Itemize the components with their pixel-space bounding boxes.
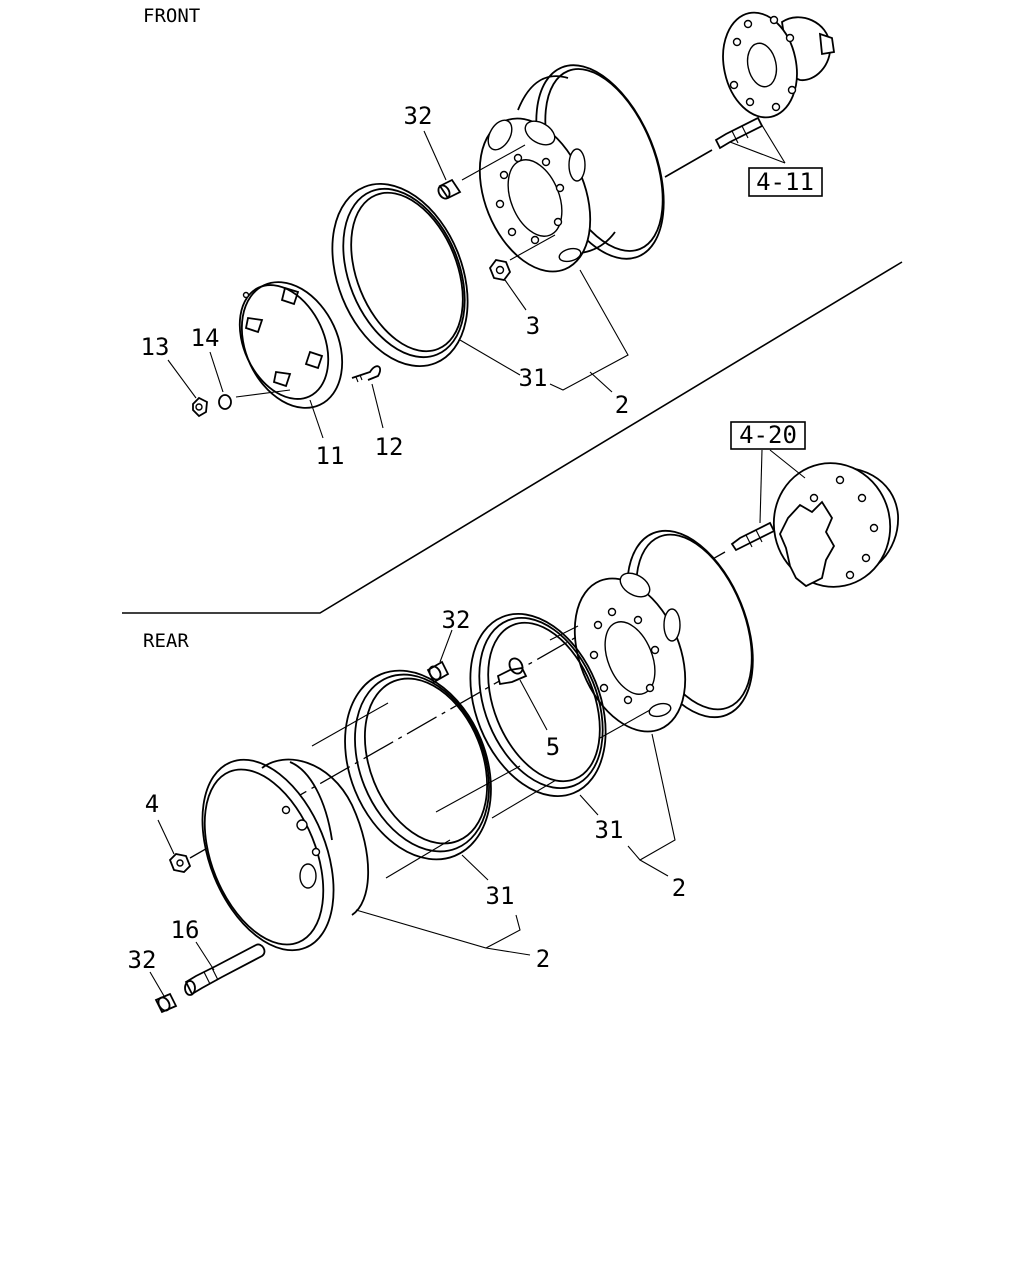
ref-rear-hub: 4-20 (739, 421, 797, 449)
front-section-label: FRONT (143, 5, 200, 27)
callout-front-wheel-cover: 11 (316, 442, 345, 470)
front-ring (331, 183, 469, 367)
callout-front-wheel: 2 (615, 391, 629, 419)
callout-rear-inner-wheel: 2 (672, 874, 686, 902)
rear-hub-bolt (730, 521, 776, 552)
rear-inner-ring (469, 613, 607, 797)
callout-rear-valve-extension: 16 (171, 916, 200, 944)
front-wheel-nut (488, 259, 512, 281)
callout-rear-outer-nut: 4 (145, 790, 159, 818)
callout-rear-outer-ring: 31 (486, 882, 515, 910)
rear-outer-wheel (201, 758, 370, 952)
callout-front-nut-cap: 32 (404, 102, 433, 130)
rear-nut-cap-bottom (154, 992, 178, 1014)
rear-outer-nut (168, 853, 192, 873)
front-nut-cap (437, 178, 462, 200)
callout-front-cover-nut: 13 (141, 333, 170, 361)
rear-section-label: REAR (143, 630, 189, 652)
front-hub-bolt (714, 116, 764, 150)
rear-inner-wheel (573, 529, 754, 733)
callout-rear-inner-ring: 31 (595, 816, 624, 844)
rear-inner-nut (496, 657, 528, 686)
callout-front-ring: 31 (519, 364, 548, 392)
callout-front-wheel-nut: 3 (526, 312, 540, 340)
callout-rear-nut-cap-bottom: 32 (128, 946, 157, 974)
ref-front-hub: 4-11 (756, 168, 814, 196)
front-axis-line (664, 149, 713, 178)
callout-rear-inner-nut: 5 (546, 733, 560, 761)
front-wheel-bracket (549, 269, 629, 391)
rear-nut-cap-top (426, 660, 450, 684)
ref-box-rear-hub (730, 421, 806, 450)
callout-rear-outer-wheel: 2 (536, 945, 550, 973)
rear-valve-extension (184, 943, 266, 996)
front-wheel-cover (238, 281, 344, 409)
ref-box-front-hub (748, 167, 823, 197)
section-divider (122, 261, 903, 614)
rear-outer-ring (344, 669, 492, 861)
rear-inner-wheel-bracket (627, 733, 676, 861)
callout-front-valve-extension: 12 (375, 433, 404, 461)
front-valve-extension (351, 365, 382, 383)
callout-rear-nut-cap-top: 32 (442, 606, 471, 634)
rear-hub (772, 462, 899, 588)
front-wheel (478, 64, 665, 273)
front-hub (722, 11, 836, 119)
front-cover-washer (218, 394, 232, 410)
callout-front-cover-washer: 14 (191, 324, 220, 352)
front-cover-nut (192, 396, 208, 418)
rear-outer-wheel-bracket (355, 909, 521, 949)
